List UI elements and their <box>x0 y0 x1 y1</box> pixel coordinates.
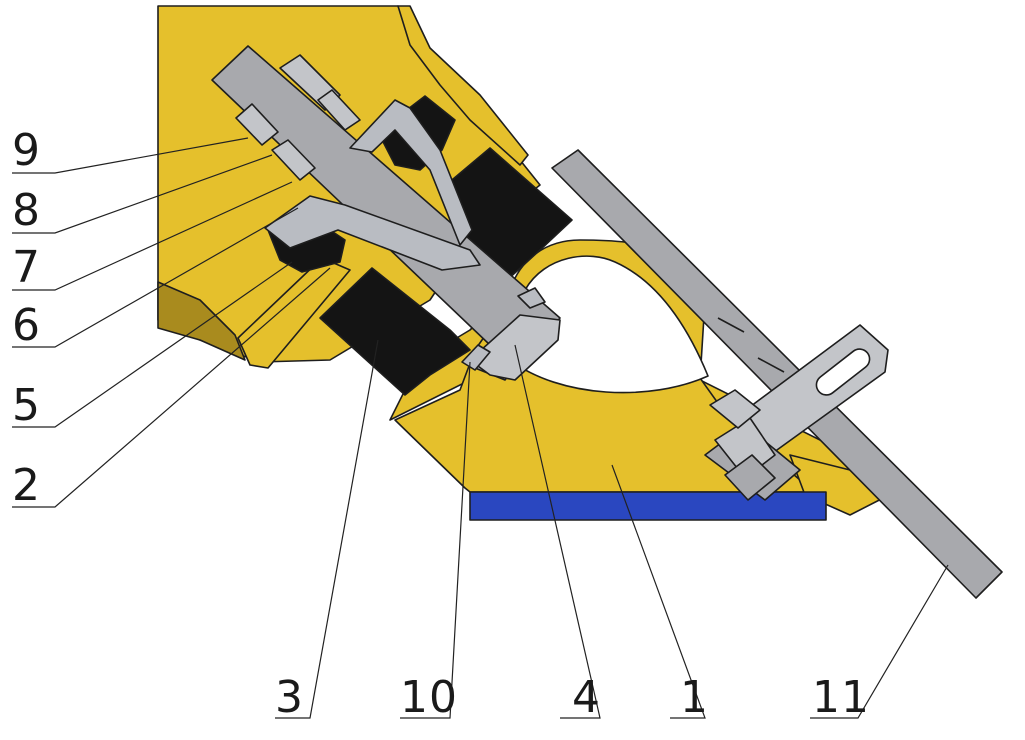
callout-2: 2 <box>12 460 41 511</box>
wedge-part-10 <box>461 344 491 371</box>
bar-joint-2 <box>757 357 785 373</box>
bar-joint-1 <box>717 317 745 333</box>
callout-1: 1 <box>680 672 709 723</box>
callout-8: 8 <box>12 185 41 236</box>
callout-11: 11 <box>812 672 870 723</box>
bolt-thread-lower <box>235 103 279 146</box>
callout-10: 10 <box>400 672 458 723</box>
base-plate <box>469 491 827 521</box>
callout-5: 5 <box>12 380 41 431</box>
leader-6 <box>12 207 299 348</box>
rubber-block-lower <box>319 267 471 396</box>
leader-10 <box>400 361 471 719</box>
callout-7: 7 <box>12 242 41 293</box>
leader-9 <box>12 137 249 174</box>
leader-8 <box>12 154 273 234</box>
housing-cutout <box>509 255 709 394</box>
wedge-upper <box>517 287 546 309</box>
clamp-block <box>709 389 761 429</box>
long-bar-part-11 <box>551 149 1003 599</box>
leader-3 <box>275 339 379 719</box>
housing-left-strip <box>237 257 351 369</box>
callout-6: 6 <box>12 300 41 351</box>
washer-upper <box>349 99 473 246</box>
housing-upper-lip <box>397 5 529 166</box>
leader-5 <box>12 261 293 428</box>
leader-7 <box>12 181 293 291</box>
callout-3: 3 <box>275 672 304 723</box>
clamp-slot <box>815 348 871 396</box>
washer-part-6 <box>264 195 481 271</box>
callout-9: 9 <box>12 125 41 176</box>
bolt-thread-lower2 <box>271 139 316 181</box>
clamp-nut-2 <box>724 454 776 501</box>
housing-bevel-shadow <box>157 281 246 361</box>
callout-labels: 9 8 7 6 5 2 3 10 4 1 11 <box>12 125 870 723</box>
callout-4: 4 <box>572 672 601 723</box>
bolt-thread-mid <box>317 89 361 131</box>
leader-lines <box>12 137 949 719</box>
clamp-assembly <box>704 324 889 501</box>
leader-1 <box>611 464 706 719</box>
leader-11 <box>810 564 949 719</box>
leader-2 <box>12 267 331 508</box>
leader-4 <box>514 344 601 719</box>
